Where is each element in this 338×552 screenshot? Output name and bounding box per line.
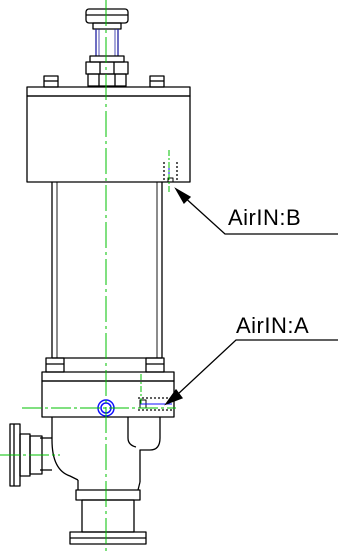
leader-line-a <box>164 339 338 406</box>
air-in-b-label: AirIN:B <box>228 205 302 230</box>
stem-nut <box>85 55 129 87</box>
cylinder-body <box>51 182 163 359</box>
centerlines <box>0 0 176 552</box>
top-knob <box>85 8 129 30</box>
bottom-clamp-fitting <box>69 489 147 545</box>
air-in-a-label: AirIN:A <box>236 313 310 338</box>
actuator-stem <box>95 29 119 56</box>
actuator-head <box>26 75 191 183</box>
leader-line-b <box>174 187 338 235</box>
lower-flange <box>41 357 175 418</box>
valve-body <box>40 417 161 491</box>
